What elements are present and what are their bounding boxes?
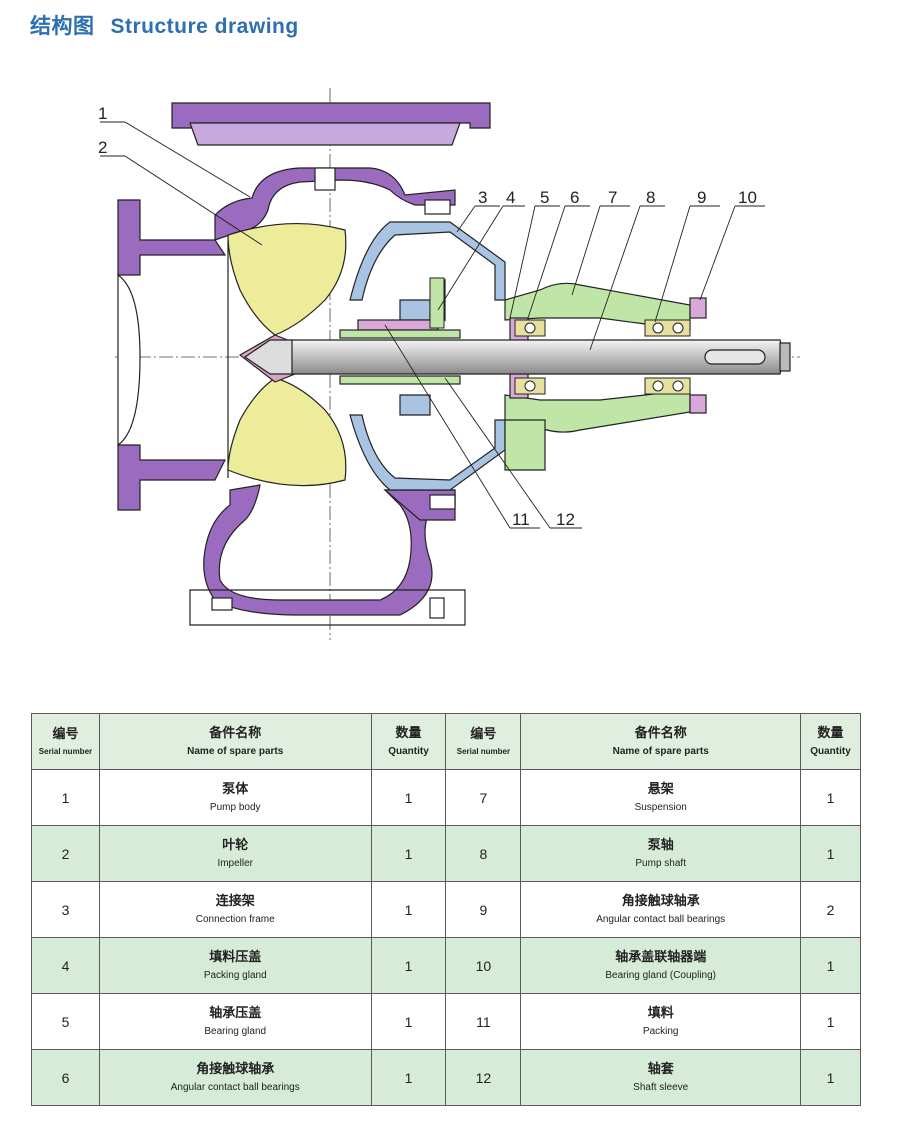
quantity-cell: 1 <box>800 993 861 1050</box>
part-label-2: 2 <box>98 138 107 157</box>
part-label-8: 8 <box>646 188 655 207</box>
connection-frame <box>349 221 506 491</box>
part-label-7: 7 <box>608 188 617 207</box>
serial-cell: 6 <box>31 1049 100 1106</box>
part-label-1: 1 <box>98 104 107 123</box>
quantity-cell: 1 <box>370 993 447 1050</box>
serial-cell: 11 <box>445 993 522 1050</box>
pump-shaft <box>243 329 791 385</box>
serial-cell: 12 <box>445 1049 522 1106</box>
quantity-cell: 1 <box>370 937 447 994</box>
quantity-cell: 1 <box>370 825 447 882</box>
packing-gland <box>429 277 445 329</box>
part-label-12: 12 <box>556 510 575 529</box>
leader-lines <box>100 121 765 529</box>
quantity-cell: 2 <box>800 881 861 938</box>
structure-drawing: 1 2 3 4 5 6 7 8 9 10 11 12 <box>98 88 800 640</box>
title-zh: 结构图 <box>30 15 95 38</box>
serial-cell: 2 <box>31 825 100 882</box>
serial-cell: 10 <box>445 937 522 994</box>
quantity-cell: 1 <box>800 825 861 882</box>
pump-body <box>117 102 491 626</box>
part-label-11: 11 <box>512 510 530 529</box>
serial-cell: 1 <box>31 769 100 826</box>
part-label-5: 5 <box>540 188 549 207</box>
serial-cell: 9 <box>445 881 522 938</box>
serial-cell: 5 <box>31 993 100 1050</box>
title-en: Structure drawing <box>110 15 299 38</box>
part-label-10: 10 <box>738 188 757 207</box>
quantity-cell: 1 <box>800 1049 861 1106</box>
quantity-cell: 1 <box>370 1049 447 1106</box>
part-labels: 1 2 3 4 5 6 7 8 9 10 11 12 <box>98 104 757 529</box>
bearings <box>514 319 691 395</box>
part-label-9: 9 <box>697 188 706 207</box>
page-title: 结构图 Structure drawing <box>30 10 299 40</box>
quantity-cell: 1 <box>800 937 861 994</box>
quantity-cell: 1 <box>370 769 447 826</box>
suspension <box>429 278 691 471</box>
serial-cell: 8 <box>445 825 522 882</box>
quantity-cell: 1 <box>370 881 447 938</box>
part-label-6: 6 <box>570 188 579 207</box>
part-label-3: 3 <box>478 188 487 207</box>
serial-cell: 4 <box>31 937 100 994</box>
inlet-pipe <box>117 240 229 478</box>
quantity-cell: 1 <box>800 769 861 826</box>
part-label-4: 4 <box>506 188 515 207</box>
serial-cell: 3 <box>31 881 100 938</box>
serial-cell: 7 <box>445 769 522 826</box>
